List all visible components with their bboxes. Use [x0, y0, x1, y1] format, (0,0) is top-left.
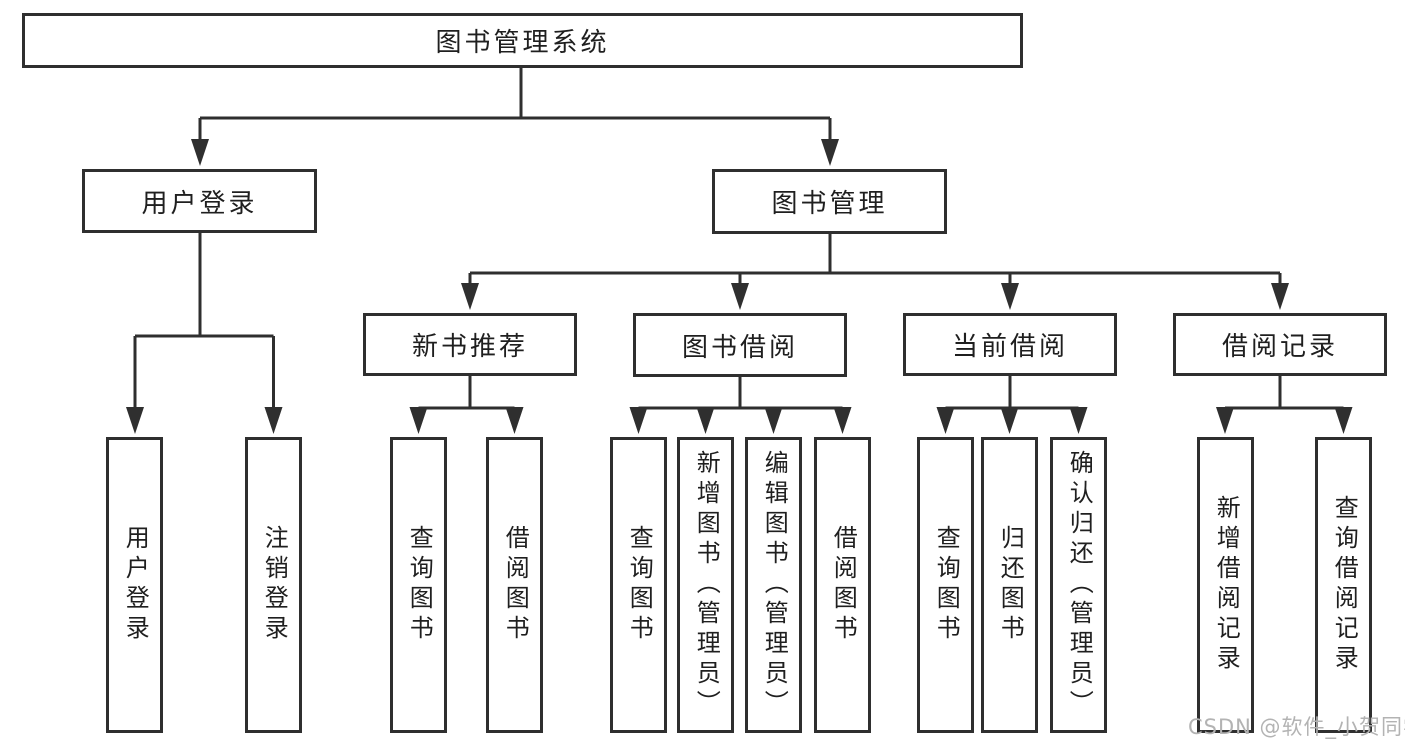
leaf-add-borrow-record: 新增借阅记录	[1197, 437, 1254, 733]
arrowhead	[833, 407, 852, 434]
connector-records-children	[1223, 376, 1345, 414]
node-label: 图书管理	[771, 189, 888, 219]
node-label: 用户登录	[121, 525, 150, 645]
arrowhead	[126, 407, 144, 434]
connector-root-to-level2	[198, 66, 832, 142]
node-label: 确认归还（管理员）	[1065, 450, 1094, 720]
node-label: 新增图书（管理员）	[692, 450, 721, 720]
leaf-edit-books-admin: 编辑图书（管理员）	[745, 437, 802, 733]
leaf-recommend-borrow-books: 借阅图书	[486, 437, 543, 733]
arrowhead	[1001, 283, 1019, 310]
connector-book-management-children	[468, 234, 1282, 286]
leaf-query-borrow-record: 查询借阅记录	[1315, 437, 1372, 733]
leaf-logout: 注销登录	[245, 437, 302, 733]
node-label: 查询图书	[625, 525, 654, 645]
node-system-root: 图书管理系统	[22, 13, 1023, 68]
node-new-book-recommend: 新书推荐	[363, 313, 577, 376]
arrowhead	[191, 139, 209, 166]
node-label: 当前借阅	[951, 332, 1068, 362]
arrowhead	[264, 407, 283, 434]
node-label: 新增借阅记录	[1212, 495, 1241, 675]
node-label: 借阅图书	[501, 525, 530, 645]
arrowhead	[505, 407, 524, 434]
connector-recommend-children	[417, 376, 516, 414]
leaf-confirm-return-admin: 确认归还（管理员）	[1050, 437, 1107, 733]
leaf-user-login: 用户登录	[106, 437, 163, 733]
node-user-login: 用户登录	[82, 169, 317, 233]
node-label: 借阅图书	[829, 525, 858, 645]
arrowhead	[821, 139, 839, 166]
node-book-borrow: 图书借阅	[633, 313, 847, 377]
node-label: 图书管理系统	[435, 28, 610, 58]
connector-user-login-children	[133, 233, 275, 410]
connector-current-children	[944, 376, 1080, 414]
node-label: 新书推荐	[411, 332, 528, 362]
arrowhead	[461, 283, 479, 310]
node-label: 查询借阅记录	[1330, 495, 1359, 675]
leaf-recommend-query-books: 查询图书	[390, 437, 447, 733]
node-label: 借阅记录	[1221, 332, 1338, 362]
leaf-borrow-query-books: 查询图书	[610, 437, 667, 733]
node-label: 查询图书	[932, 525, 961, 645]
leaf-return-books: 归还图书	[981, 437, 1038, 733]
node-label: 图书借阅	[681, 332, 798, 363]
arrowhead	[764, 407, 783, 434]
leaf-add-books-admin: 新增图书（管理员）	[677, 437, 734, 733]
arrowhead	[1216, 407, 1234, 434]
node-label: 归还图书	[996, 525, 1025, 645]
arrowhead	[936, 407, 955, 434]
arrowhead	[1334, 407, 1353, 434]
arrowhead	[696, 407, 715, 434]
node-label: 注销登录	[260, 525, 289, 645]
arrowhead	[1069, 407, 1088, 434]
arrowhead	[1271, 283, 1289, 310]
node-label: 编辑图书（管理员）	[760, 450, 789, 720]
connector-borrow-children	[637, 377, 844, 414]
node-label: 查询图书	[405, 525, 434, 645]
arrowhead	[1000, 407, 1019, 434]
csdn-watermark: CSDN @软件_小贺同学	[1188, 715, 1405, 739]
node-current-borrow: 当前借阅	[903, 313, 1117, 376]
node-label: 用户登录	[141, 188, 258, 219]
leaf-current-query-books: 查询图书	[917, 437, 974, 733]
arrowhead	[731, 283, 749, 310]
arrowhead	[629, 407, 648, 434]
leaf-borrow-borrow-books: 借阅图书	[814, 437, 871, 733]
node-borrow-records: 借阅记录	[1173, 313, 1387, 376]
arrowhead	[409, 407, 428, 434]
node-book-management: 图书管理	[712, 169, 947, 234]
